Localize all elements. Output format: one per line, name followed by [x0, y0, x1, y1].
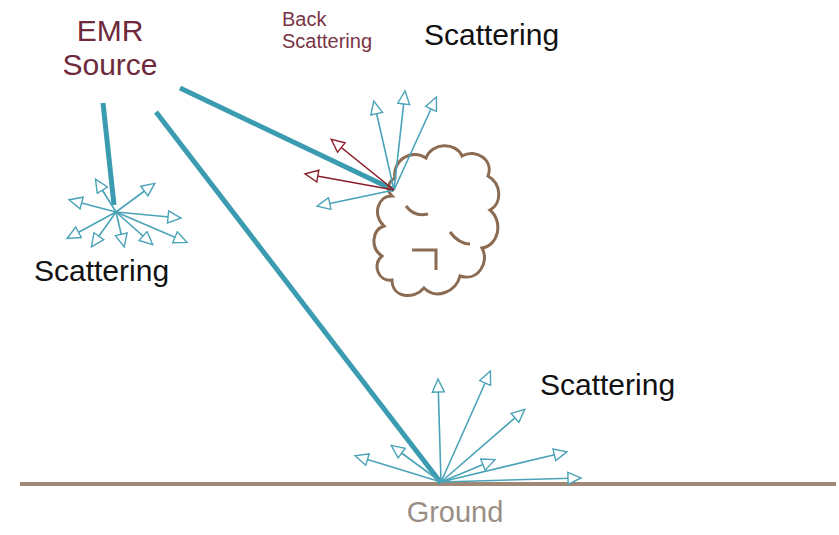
beam-to-particle — [103, 103, 114, 205]
scatter-label: Scattering — [34, 254, 224, 288]
beam-to-ground — [156, 112, 441, 483]
back-scatter-arrows — [306, 140, 394, 190]
ground-line — [20, 482, 836, 486]
beam-to-cloud — [180, 88, 394, 190]
scatter-label: Scattering — [540, 368, 730, 402]
cloud-outline — [374, 146, 499, 296]
back-scatter-label: Back Scattering — [282, 8, 400, 53]
particle-scatter-arrows — [68, 180, 186, 246]
ground-label: Ground — [380, 496, 530, 528]
cloud-scatter-arrows — [318, 92, 436, 206]
scatter-label: Scattering — [424, 18, 594, 52]
source-label: EMR Source — [30, 14, 190, 81]
